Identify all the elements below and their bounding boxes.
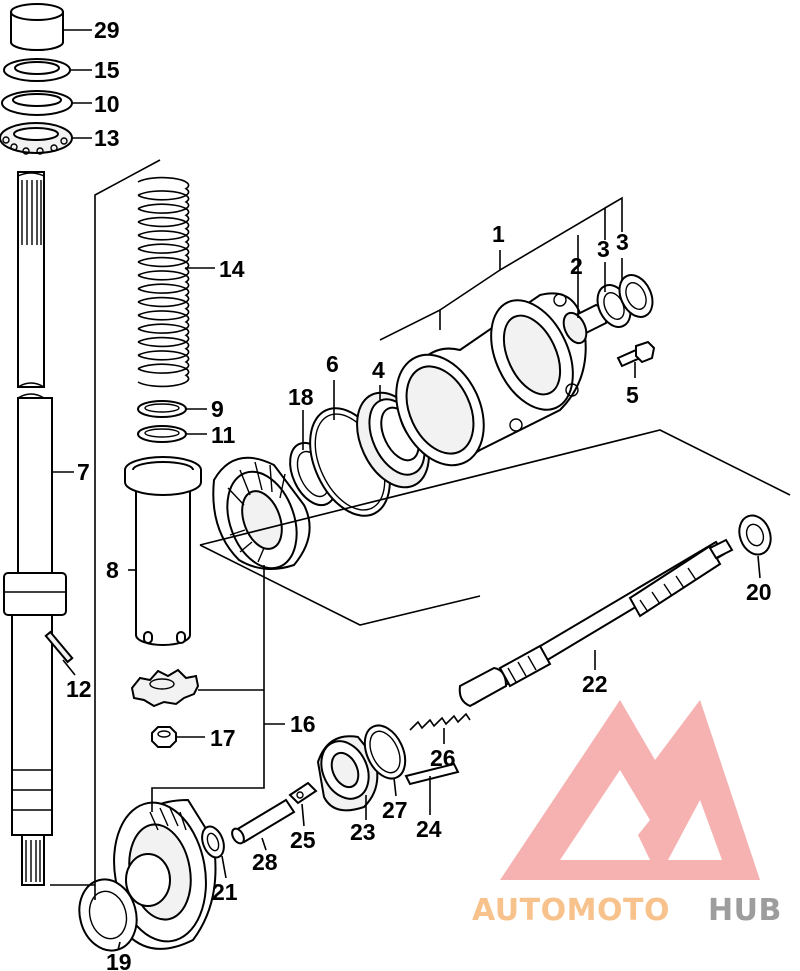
callout-16: 16 xyxy=(290,711,316,737)
callout-27: 27 xyxy=(382,797,408,823)
washer-19 xyxy=(78,878,138,952)
callout-2: 2 xyxy=(570,253,583,279)
callout-20: 20 xyxy=(746,579,772,605)
callout-labels: 29 15 10 13 14 9 11 7 8 12 17 16 18 6 4 … xyxy=(66,17,772,971)
bushing-29 xyxy=(10,3,64,51)
shifter-25 xyxy=(288,781,318,805)
callout-12: 12 xyxy=(66,676,92,702)
callout-19: 19 xyxy=(106,949,132,971)
callout-21: 21 xyxy=(212,879,238,905)
callout-28: 28 xyxy=(252,849,278,875)
watermark-logo: AUTOMOTO HUB xyxy=(472,700,782,928)
washer-15 xyxy=(3,58,71,82)
callout-18: 18 xyxy=(288,384,314,410)
callout-17: 17 xyxy=(210,725,236,751)
shim-21 xyxy=(201,825,225,859)
callout-3a: 3 xyxy=(597,236,610,262)
pin xyxy=(44,630,74,664)
pinion-gear xyxy=(130,668,200,708)
callout-8: 8 xyxy=(106,557,119,583)
plunger-28 xyxy=(231,798,296,845)
thrust-bearing-13 xyxy=(0,122,73,155)
propeller-shaft-22 xyxy=(458,538,734,708)
drive-shaft xyxy=(3,171,67,886)
spring-26 xyxy=(409,712,471,731)
callout-11: 11 xyxy=(211,422,236,448)
callout-25: 25 xyxy=(290,827,316,853)
nut-17 xyxy=(151,726,177,748)
oil-seal-3b xyxy=(618,274,654,318)
spring-14 xyxy=(137,176,190,388)
callout-15: 15 xyxy=(94,57,120,83)
callout-9: 9 xyxy=(211,396,224,422)
callout-13: 13 xyxy=(94,125,120,151)
bearing-carrier-housing xyxy=(395,292,587,467)
bolt-5 xyxy=(616,340,656,368)
callout-22: 22 xyxy=(582,671,608,697)
callout-6: 6 xyxy=(326,351,339,377)
sleeve-8 xyxy=(124,456,202,646)
callout-10: 10 xyxy=(94,91,120,117)
race-10 xyxy=(1,90,73,116)
watermark-word-b: HUB xyxy=(708,893,782,928)
callout-23: 23 xyxy=(350,819,376,845)
callout-3b: 3 xyxy=(616,229,629,255)
callout-26: 26 xyxy=(430,745,456,771)
callout-14: 14 xyxy=(219,256,245,282)
callout-5: 5 xyxy=(626,382,639,408)
callout-1: 1 xyxy=(492,221,505,247)
forward-gear xyxy=(113,798,217,950)
shim-11 xyxy=(137,425,187,443)
pin-24 xyxy=(404,762,460,786)
dog-clutch-23 xyxy=(316,735,379,812)
watermark-word-a: AUTOMOTO xyxy=(472,893,670,928)
shim-9 xyxy=(137,400,187,418)
callout-29: 29 xyxy=(94,17,120,43)
callout-4: 4 xyxy=(372,357,385,383)
washer-20 xyxy=(738,514,772,556)
leader-lines xyxy=(50,29,791,951)
ring-27 xyxy=(363,724,407,780)
bevel-gear-top xyxy=(212,456,311,570)
callout-24: 24 xyxy=(416,816,442,842)
callout-7: 7 xyxy=(77,459,90,485)
